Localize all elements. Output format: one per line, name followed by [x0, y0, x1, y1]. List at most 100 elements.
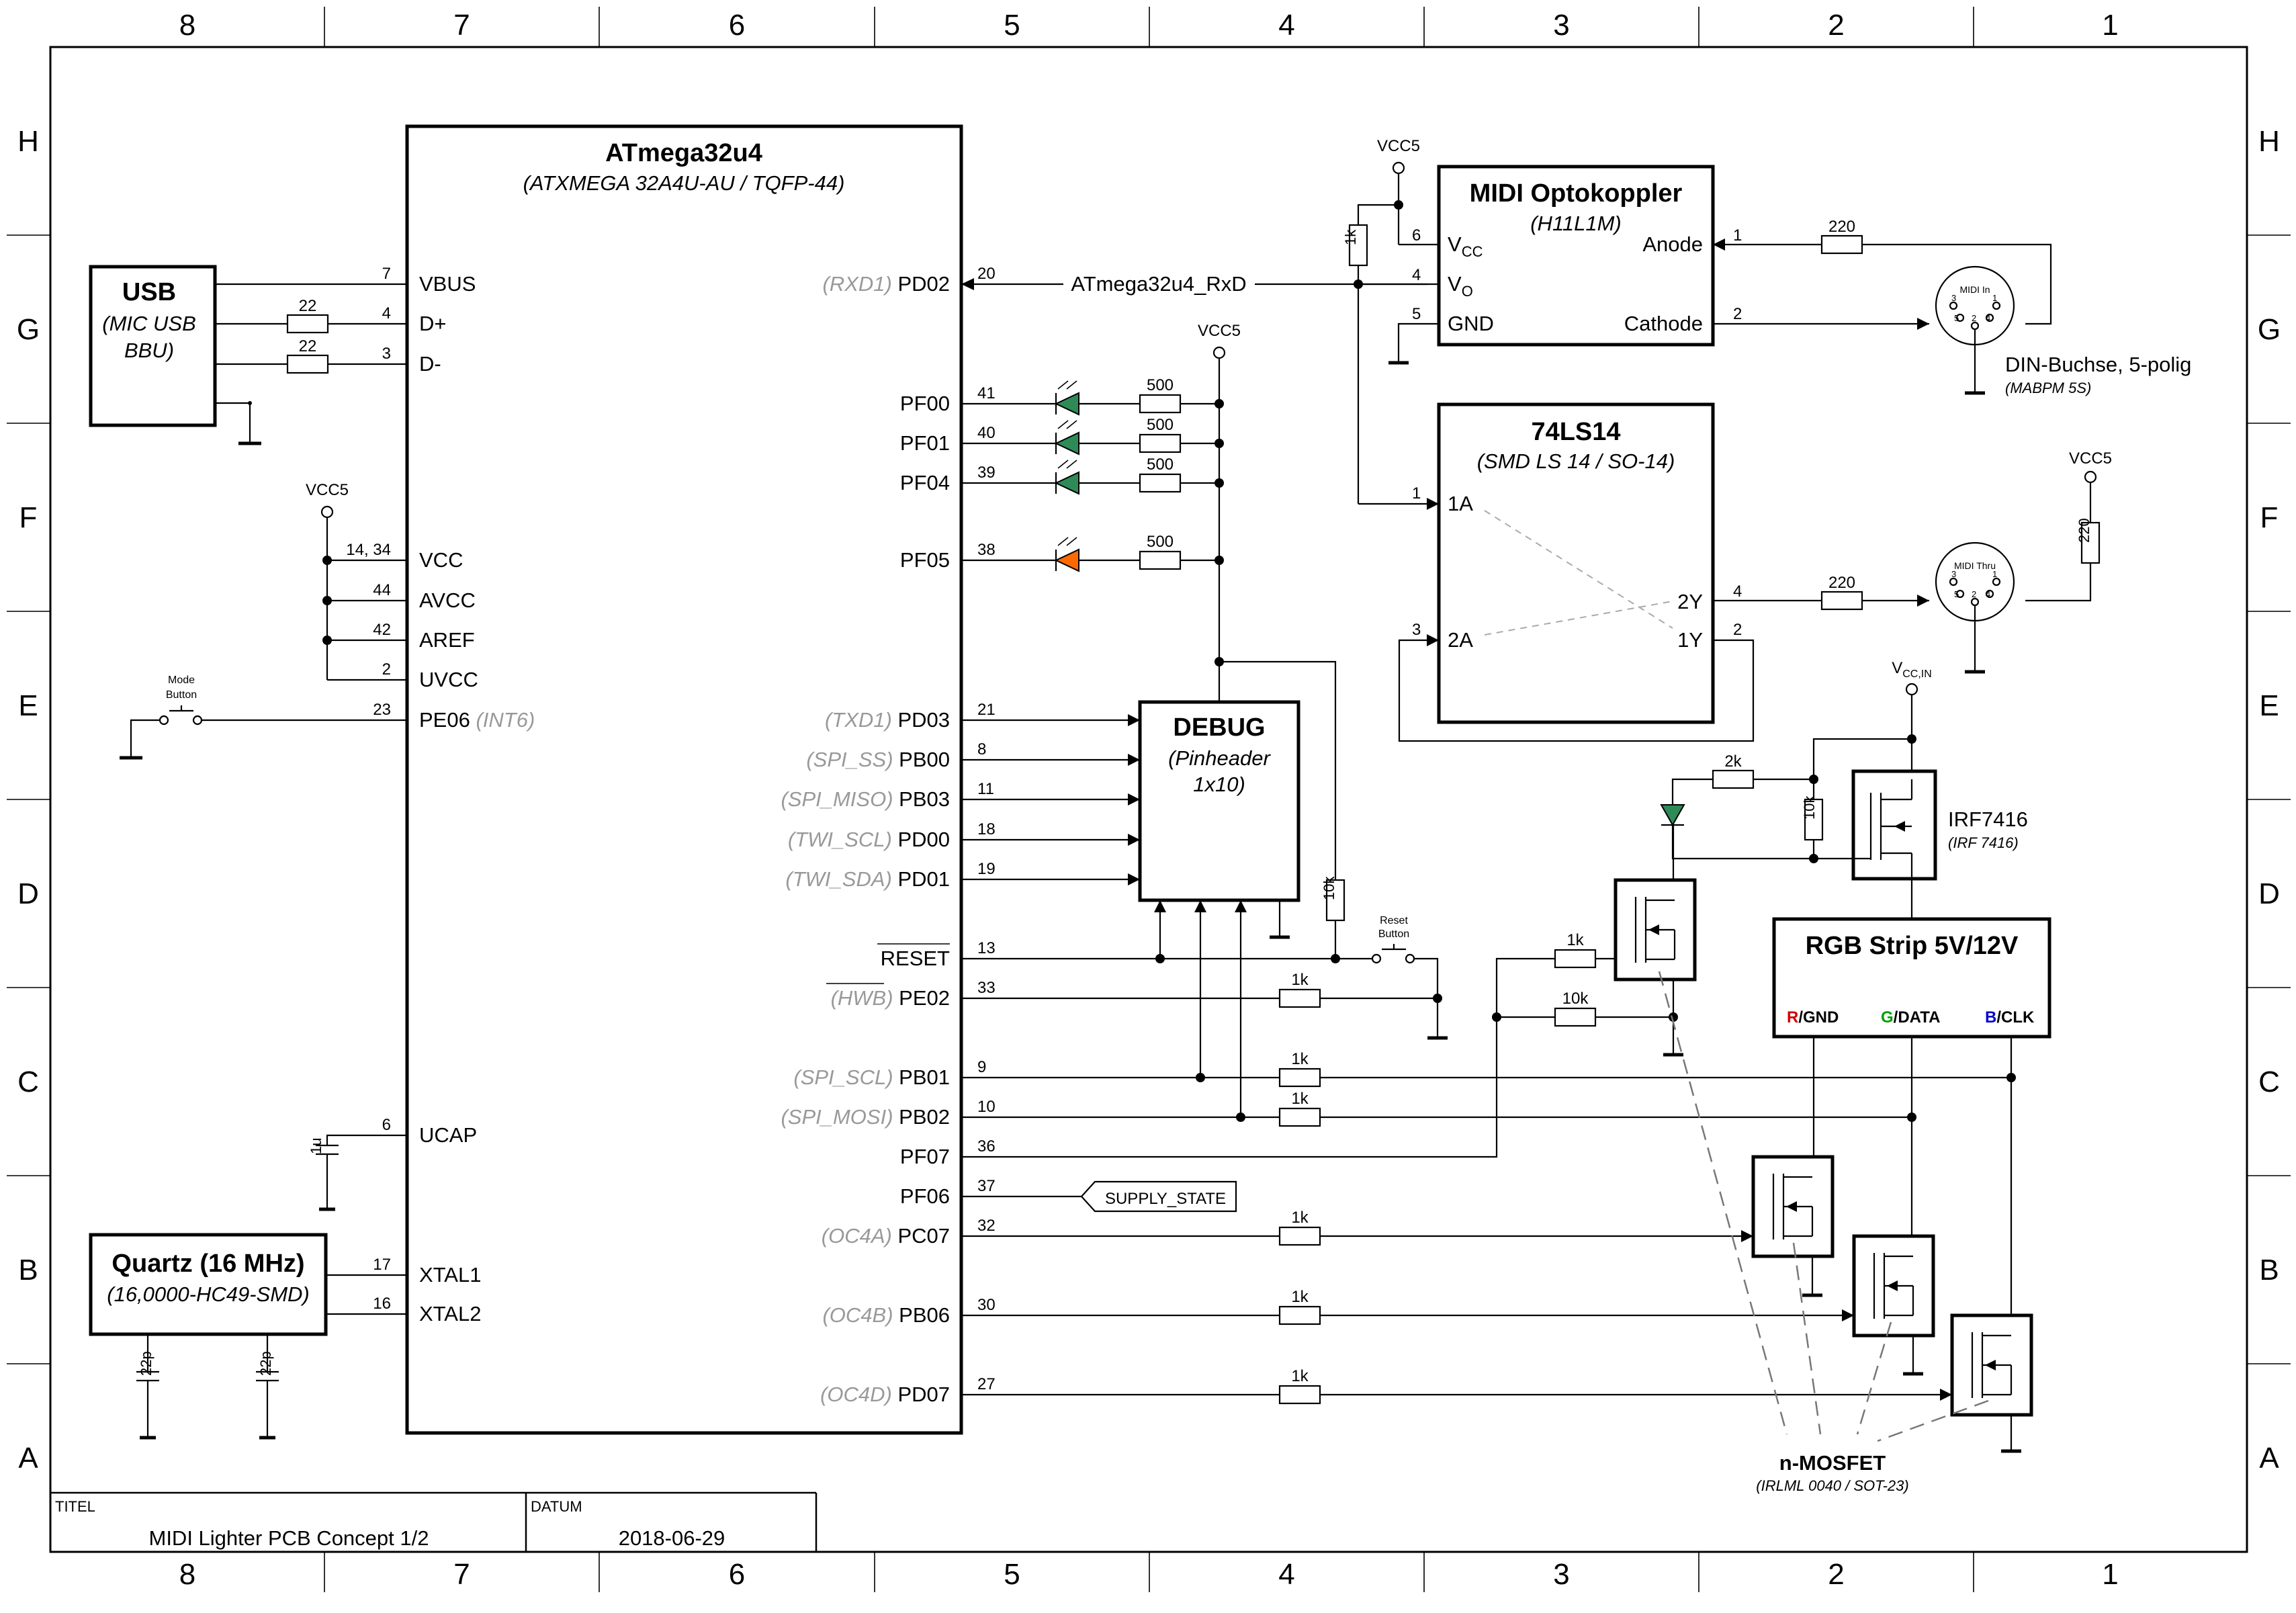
column-marker-bottom: 8	[179, 1558, 195, 1591]
r-pwm-value: 1k	[1291, 1288, 1309, 1306]
vcc5-label-thru: VCC5	[2069, 449, 2112, 468]
datum-label: DATUM	[531, 1498, 582, 1515]
title-block: TITEL MIDI Lighter PCB Concept 1/2 DATUM…	[50, 1491, 818, 1552]
schmitt-trigger-74ls14: 74LS14 (SMD LS 14 / SO-14) 1A 2A 2Y 1Y 1…	[1398, 402, 1929, 742]
mcu-right-pin: (TXD1) PD03	[825, 708, 950, 732]
mode-button-label2: Button	[166, 689, 197, 701]
r-hwb-value: 1k	[1291, 971, 1309, 989]
midi-thru-pin3: 3	[1951, 569, 1956, 579]
resistor-pwm	[1278, 1226, 1321, 1246]
r-opto-pullup-value: 1k	[1342, 229, 1359, 245]
mcu-left-pin-number: 2	[382, 660, 391, 679]
resistor-usb-dp	[286, 314, 329, 334]
led-resistor-value: 500	[1147, 376, 1174, 394]
mcu-left-pin: UVCC	[419, 668, 478, 691]
r-midi-thru-value: 220	[1828, 574, 1855, 592]
column-marker-bottom: 1	[2102, 1558, 2118, 1591]
resistor-hwb	[1278, 988, 1321, 1008]
pf07-wire	[961, 957, 1555, 1158]
mcu-right-pin: (RXD1) PD02	[823, 272, 951, 296]
column-marker-top: 1	[2102, 9, 2118, 42]
opto-pin1: 1	[1733, 226, 1742, 245]
mcu-right-pin: PF05	[900, 548, 950, 572]
rxd-net: ATmega32u4_RxD	[961, 272, 1427, 296]
supply-state-label: SUPPLY_STATE	[1105, 1190, 1226, 1208]
mcu-left-pin-number: 7	[382, 265, 391, 283]
ls14-pin-1y: 1Y	[1677, 628, 1703, 652]
mcu-right-pin: PF06	[900, 1184, 950, 1208]
mcu-right-pin: (TWI_SDA) PD01	[785, 867, 950, 891]
debug-header: DEBUG (Pinheader 1x10)	[1138, 700, 1300, 939]
mcu-right-pin: PF00	[900, 392, 950, 415]
power-led	[1660, 804, 1685, 827]
mcu-left-pin: PE06 (INT6)	[419, 708, 535, 732]
led-ray	[1057, 537, 1069, 546]
led-ray	[1066, 537, 1077, 546]
mcu-left-pin-number: 23	[373, 701, 391, 719]
mcu-subtitle: (ATXMEGA 32A4U-AU / TQFP-44)	[523, 171, 845, 195]
led-ray	[1057, 460, 1069, 469]
resistor-irf-gate	[1804, 798, 1824, 841]
resistor-pf07-pulldown	[1554, 1007, 1597, 1027]
resistor-midi-thru	[1820, 591, 1863, 611]
usb-connector: USB (MIC USB BBU) 22 22	[89, 265, 407, 445]
arrow	[1235, 900, 1247, 912]
mode-button[interactable]: Mode Button	[120, 674, 407, 760]
opto-subtitle: (H11L1M)	[1530, 212, 1622, 235]
midi-in-pin2: 2	[1972, 313, 1976, 323]
arrow	[1128, 793, 1140, 805]
column-marker-top: 3	[1553, 9, 1569, 42]
din-part: (MABPM 5S)	[2005, 380, 2091, 396]
irf-part: (IRF 7416)	[1948, 834, 2019, 851]
din-midi-in: MIDI In 3 1 5 4 2 DIN-Buchse, 5-polig (M…	[1935, 265, 2191, 396]
r-pwm-value: 1k	[1291, 1209, 1309, 1227]
r-thru-pullup-value: 220	[2076, 518, 2092, 543]
row-marker-left: F	[19, 501, 38, 534]
mcu-right-pin-number: 39	[977, 464, 996, 482]
mcu-right-pin: (OC4A) PC07	[822, 1224, 950, 1248]
row-marker-right: A	[2259, 1442, 2279, 1475]
din-label: DIN-Buchse, 5-polig	[2005, 353, 2191, 376]
midi-thru-pin1: 1	[1992, 569, 1997, 579]
led-resistor-value: 500	[1147, 416, 1174, 434]
mcu-left-pin: D+	[419, 312, 447, 335]
irf-title: IRF7416	[1948, 808, 2028, 831]
quartz-title: Quartz (16 MHz)	[112, 1250, 304, 1278]
mcu-right-pin-number: 9	[977, 1058, 986, 1076]
reset-button-label1: Reset	[1380, 915, 1408, 926]
junction	[1492, 1012, 1501, 1022]
resistor-pf07-gate	[1554, 949, 1597, 969]
ls14-num-2: 2	[1733, 621, 1742, 639]
mcu-title: ATmega32u4	[605, 139, 762, 167]
column-marker-top: 4	[1278, 9, 1294, 42]
arrow	[1940, 1389, 1952, 1401]
arrow	[1842, 1309, 1854, 1321]
nmos-title: n-MOSFET	[1779, 1451, 1886, 1475]
r-pwm-value: 1k	[1291, 1367, 1309, 1385]
body-arrow	[1648, 924, 1659, 935]
reset-button[interactable]: Reset Button	[1335, 915, 1448, 1040]
row-marker-left: A	[18, 1442, 38, 1475]
pf07-control-mosfet	[1614, 878, 1697, 982]
debug-title: DEBUG	[1173, 713, 1265, 742]
opto-pin4: 4	[1412, 266, 1421, 284]
body-arrow	[1786, 1201, 1797, 1212]
column-marker-top: 5	[1004, 9, 1020, 42]
rgb-g-pin: G/DATA	[1881, 1008, 1940, 1027]
opto-vo-label: VO	[1448, 272, 1473, 300]
nmos-part: (IRLML 0040 / SOT-23)	[1756, 1477, 1908, 1494]
mcu-left-pin-number: 6	[382, 1116, 391, 1134]
resistor-reset-pullup	[1325, 879, 1345, 922]
ucap-value: 1u	[308, 1138, 324, 1154]
midi-in-pin4: 4	[1986, 313, 1990, 323]
resistor-irf-led	[1712, 769, 1755, 789]
mcu-left-pin-number: 16	[373, 1295, 391, 1313]
usb-title: USB	[122, 278, 176, 306]
midi-optocoupler: MIDI Optokoppler (H11L1M) VCC VO GND Ano…	[1342, 137, 2052, 510]
ls14-subtitle: (SMD LS 14 / SO-14)	[1477, 449, 1675, 473]
led-resistor-value: 500	[1147, 533, 1174, 551]
r-spi-value: 1k	[1291, 1050, 1309, 1068]
r-usb-dm-value: 22	[299, 337, 317, 355]
led-resistor	[1139, 394, 1182, 414]
